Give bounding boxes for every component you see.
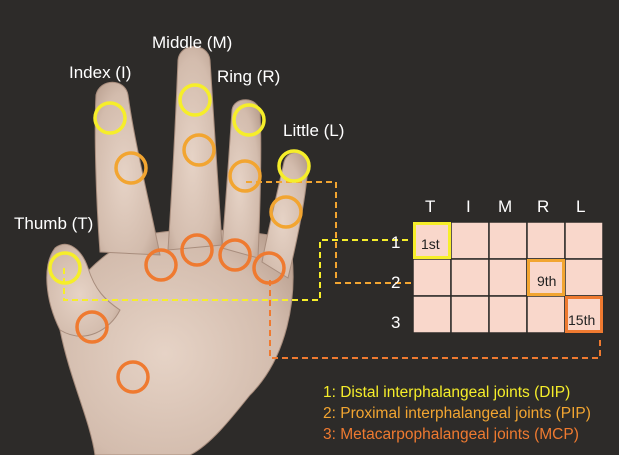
grid-cell-2-t [413,259,451,296]
hand-silhouette [47,47,308,455]
cell-label-15th: 15th [568,312,595,328]
cell-label-9th: 9th [537,273,556,289]
grid-cell-1-l [565,222,603,259]
grid-row-header-2: 2 [391,273,400,293]
grid-column-header-m: M [498,197,512,217]
legend-mcp: 3: Metacarpophalangeal joints (MCP) [323,426,579,444]
middle-finger-label: Middle (M) [152,33,232,53]
grid-cell-2-i [451,259,489,296]
grid-row-header-3: 3 [391,313,400,333]
grid-cell-3-i [451,296,489,333]
grid-cell-1-m [489,222,527,259]
grid-cell-2-m [489,259,527,296]
cell-label-1st: 1st [421,236,440,252]
grid-column-header-i: I [466,197,471,217]
grid-row-header-1: 1 [391,233,400,253]
legend-pip: 2: Proximal interphalangeal joints (PIP) [323,405,591,423]
legend-dip: 1: Distal interphalangeal joints (DIP) [323,384,570,402]
grid-cell-3-m [489,296,527,333]
ring-finger-label: Ring (R) [217,67,280,87]
grid-cell-1-r [527,222,565,259]
grid-column-header-l: L [576,197,585,217]
grid-cell-3-r [527,296,565,333]
little-finger-label: Little (L) [283,121,344,141]
grid-column-header-t: T [425,197,435,217]
thumb-finger-label: Thumb (T) [14,214,93,234]
grid-column-header-r: R [537,197,549,217]
grid-cell-1-i [451,222,489,259]
index-finger-label: Index (I) [69,63,131,83]
grid-cell-2-l [565,259,603,296]
grid-cell-3-t [413,296,451,333]
